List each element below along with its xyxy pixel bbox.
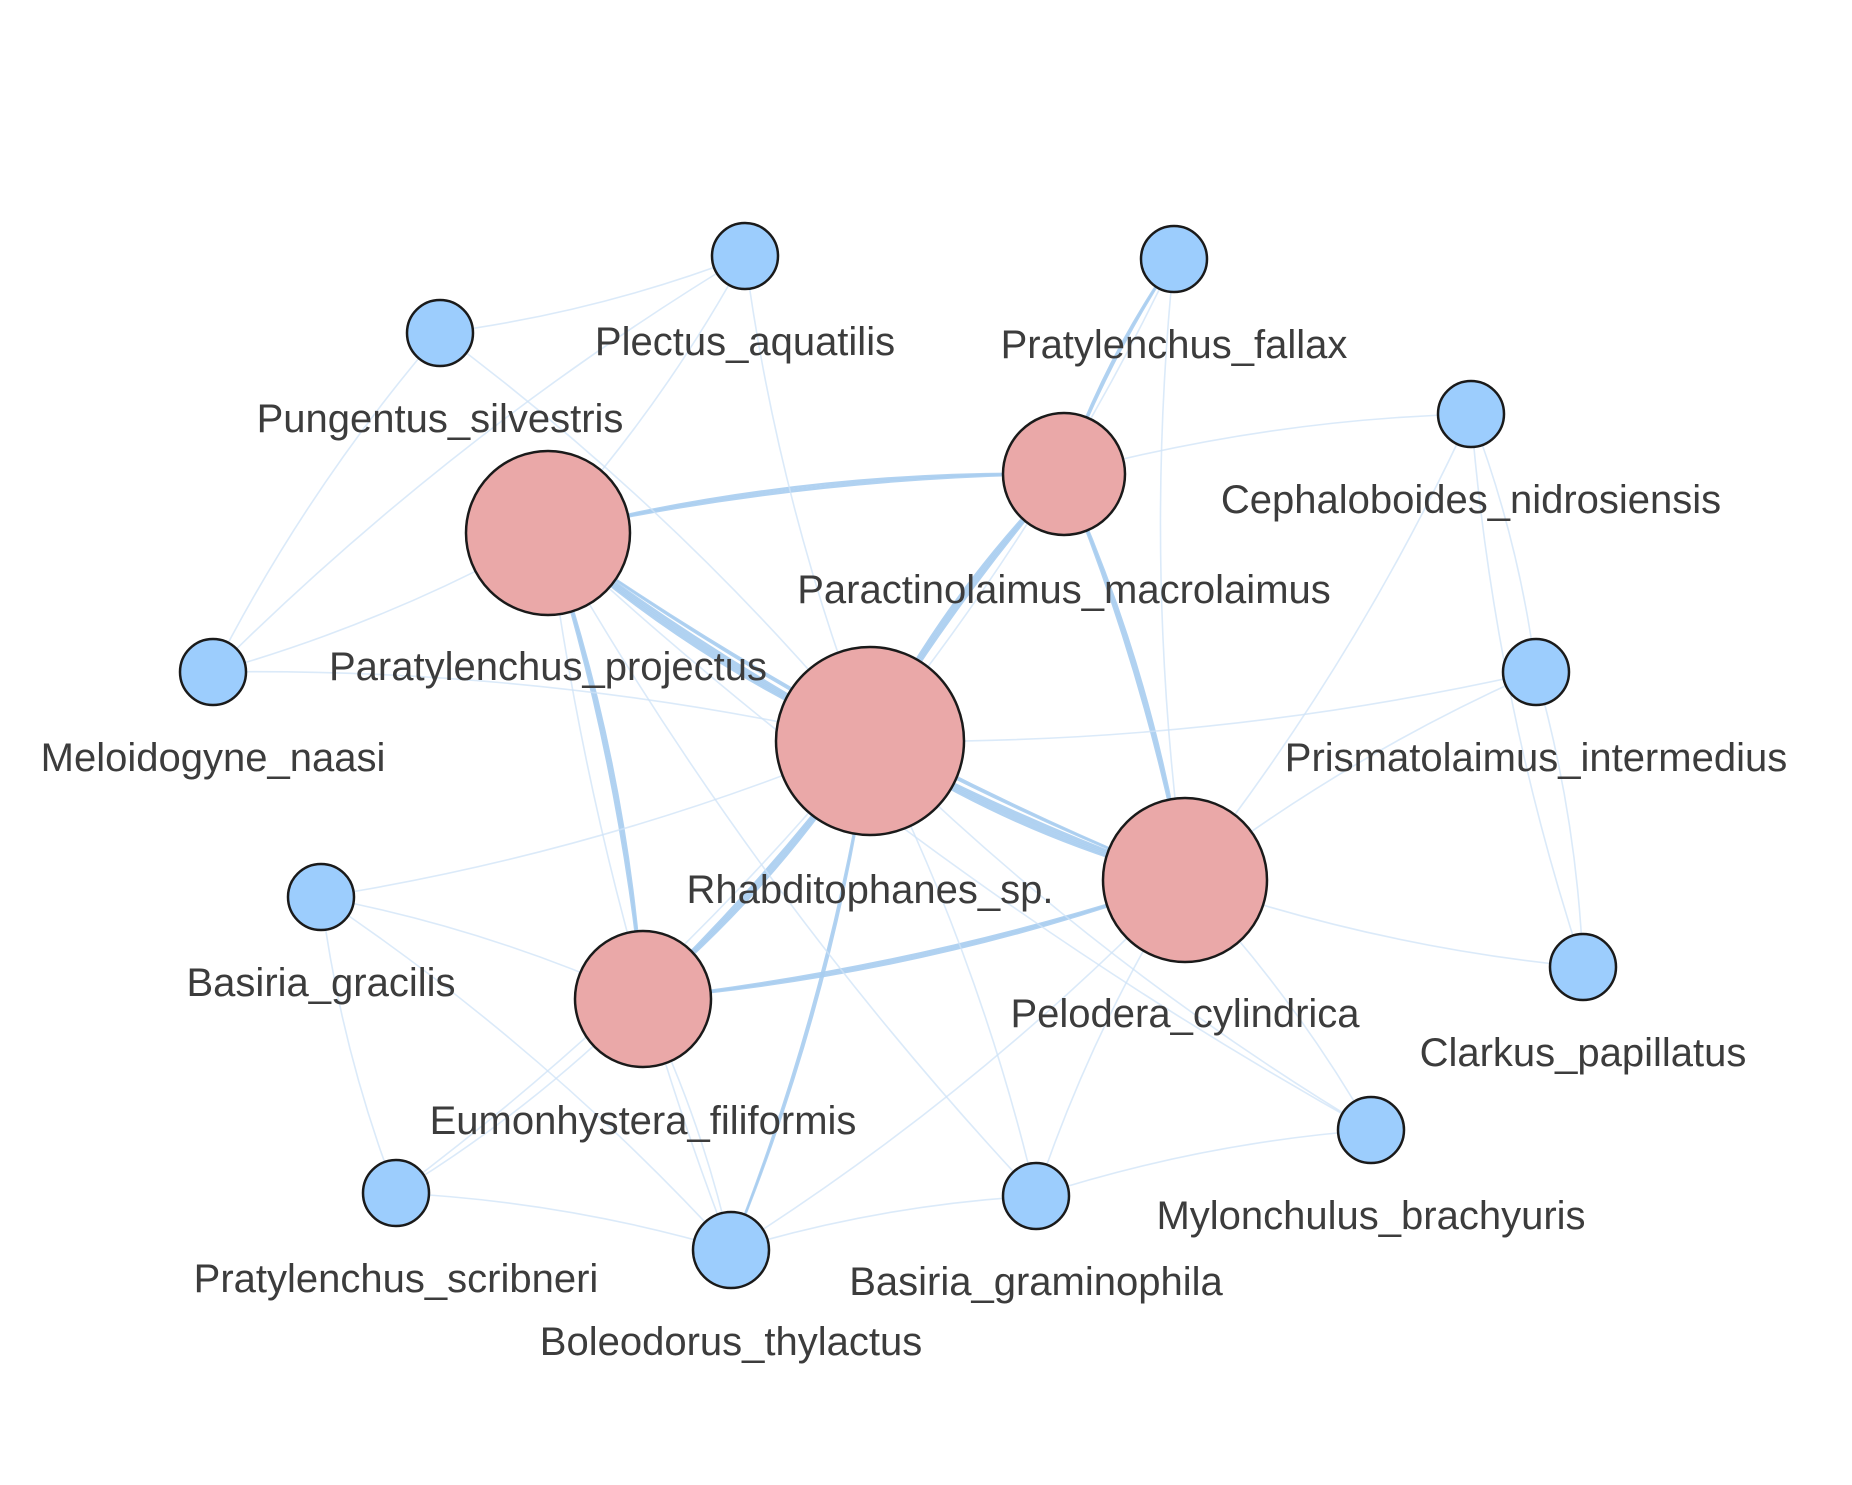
node-label-pratylenchus-fallax: Pratylenchus_fallax	[1001, 323, 1348, 367]
node-basiria-graminophila[interactable]	[1001, 1161, 1071, 1231]
edge-plectus_aquatilis-pungentus_silvestris	[439, 255, 746, 334]
edge-boleodorus_thylactus-paratylenchus_projectus	[547, 532, 732, 1251]
node-label-basiria-graminophila: Basiria_graminophila	[849, 1260, 1223, 1304]
node-pelodera-cylindrica[interactable]	[1101, 796, 1269, 964]
edge-plectus_aquatilis-meloidogyne_naasi	[212, 255, 746, 673]
node-label-paractinolaimus-macrolaimus: Paractinolaimus_macrolaimus	[797, 568, 1331, 612]
node-pratylenchus-scribneri[interactable]	[361, 1158, 431, 1228]
node-mylonchulus-brachyuris[interactable]	[1336, 1095, 1406, 1165]
node-label-eumonhystera-filiformis: Eumonhystera_filiformis	[430, 1099, 857, 1143]
node-label-clarkus-papillatus: Clarkus_papillatus	[1420, 1031, 1747, 1075]
node-basiria-gracilis[interactable]	[286, 862, 356, 932]
node-paractinolaimus-macrolaimus[interactable]	[1001, 411, 1127, 537]
node-label-meloidogyne-naasi: Meloidogyne_naasi	[41, 736, 386, 780]
node-pungentus-silvestris[interactable]	[405, 298, 475, 368]
edge-pratylenchus_scribneri-boleodorus_thylactus	[395, 1192, 732, 1251]
node-label-mylonchulus-brachyuris: Mylonchulus_brachyuris	[1156, 1194, 1585, 1238]
edge-basiria_graminophila-boleodorus_thylactus	[730, 1195, 1037, 1251]
edge-basiria_graminophila-paratylenchus_projectus	[547, 532, 1037, 1197]
node-clarkus-papillatus[interactable]	[1548, 932, 1618, 1002]
node-label-boleodorus-thylactus: Boleodorus_thylactus	[540, 1320, 922, 1364]
node-label-pelodera-cylindrica: Pelodera_cylindrica	[1010, 992, 1360, 1036]
node-label-plectus-aquatilis: Plectus_aquatilis	[595, 320, 895, 364]
node-label-pratylenchus-scribneri: Pratylenchus_scribneri	[194, 1257, 599, 1301]
edge-prismatolaimus_intermedius-rhabditophanes_sp	[869, 671, 1537, 743]
node-pratylenchus-fallax[interactable]	[1139, 224, 1209, 294]
node-meloidogyne-naasi[interactable]	[178, 637, 248, 707]
node-prismatolaimus-intermedius[interactable]	[1501, 637, 1571, 707]
edge-cephaloboides_nidrosiensis-prismatolaimus_intermedius	[1470, 413, 1537, 673]
edge-basiria_gracilis-boleodorus_thylactus	[320, 896, 732, 1251]
node-boleodorus-thylactus[interactable]	[691, 1210, 771, 1290]
node-label-cephaloboides-nidrosiensis: Cephaloboides_nidrosiensis	[1221, 478, 1721, 522]
edge-pungentus_silvestris-meloidogyne_naasi	[212, 332, 441, 673]
edge-pratylenchus_fallax-pelodera_cylindrica	[1159, 258, 1186, 881]
edge-pelodera_cylindrica-boleodorus_thylactus	[730, 879, 1186, 1251]
nodes-layer	[178, 221, 1618, 1290]
edge-prismatolaimus_intermedius-clarkus_papillatus	[1535, 671, 1584, 968]
edge-basiria_gracilis-pratylenchus_scribneri	[320, 896, 397, 1194]
node-cephaloboides-nidrosiensis[interactable]	[1436, 379, 1506, 449]
node-label-pungentus-silvestris: Pungentus_silvestris	[257, 397, 624, 441]
node-rhabditophanes-sp[interactable]	[774, 645, 966, 837]
node-label-rhabditophanes-sp: Rhabditophanes_sp.	[687, 868, 1054, 912]
node-label-prismatolaimus-intermedius: Prismatolaimus_intermedius	[1285, 736, 1787, 780]
node-label-paratylenchus-projectus: Paratylenchus_projectus	[329, 645, 767, 689]
labels-layer: Plectus_aquatilis Pratylenchus_fallaxPung…	[41, 320, 1788, 1364]
node-eumonhystera-filiformis[interactable]	[573, 929, 713, 1069]
edge-mylonchulus_brachyuris-paratylenchus_projectus	[547, 532, 1372, 1131]
node-label-basiria-gracilis: Basiria_gracilis	[187, 961, 456, 1005]
node-paratylenchus-projectus[interactable]	[464, 449, 632, 617]
edge-mylonchulus_brachyuris-basiria_graminophila	[1035, 1129, 1372, 1197]
node-plectus-aquatilis[interactable]	[710, 221, 780, 291]
